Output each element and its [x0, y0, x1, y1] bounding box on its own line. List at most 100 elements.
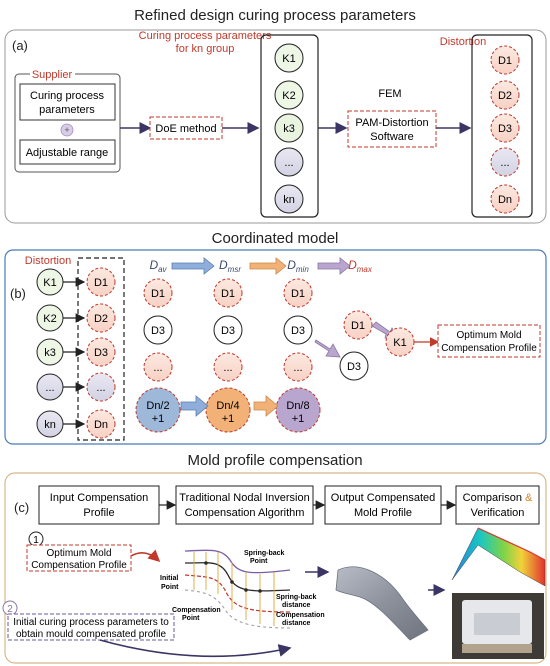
step1-arrow: [130, 549, 161, 563]
k-node-label: K2: [282, 90, 295, 102]
panel-b-frame: [4, 249, 547, 445]
panel-a-title: Refined design curing process parameters: [134, 7, 416, 24]
b-col-node-label: D3: [221, 325, 235, 337]
d-node: [490, 184, 520, 214]
panel-c-title: Mold profile compensation: [187, 452, 362, 469]
b-col-node: [143, 315, 173, 345]
node-markers: [204, 561, 262, 593]
distance-ticks: [193, 552, 275, 626]
step2-curve-arrow: [99, 639, 292, 658]
d-node-label: D2: [498, 90, 512, 102]
pam-line1: PAM-Distortion: [355, 117, 428, 129]
adjustable-range-text: Adjustable range: [26, 147, 109, 159]
branch-d3-text: D3: [347, 361, 361, 373]
curing-parameters-box: [19, 83, 116, 121]
b-col-node-label: D3: [291, 325, 305, 337]
d-node-label: D1: [498, 55, 512, 67]
ann-springback-point-2: Point: [250, 558, 268, 565]
curing-box-line2: parameters: [39, 104, 95, 116]
panel-c-letter: (c): [14, 500, 29, 515]
branch-arrow-down: [314, 339, 341, 358]
flow-step-line1: Traditional Nodal Inversion: [179, 492, 309, 504]
b-col-node: [283, 352, 313, 382]
b-col-node-label: D1: [151, 288, 165, 300]
d-node: [490, 45, 520, 75]
step2-line1: Initial curing process parameters to: [13, 617, 169, 628]
b-bottom-node-line2: +1: [222, 413, 235, 425]
d-node: [490, 113, 520, 143]
b-col-node-label: ...: [153, 362, 162, 374]
curing-box-line1: Curing process: [30, 90, 104, 102]
panel-b-title: Coordinated model: [212, 230, 339, 247]
b-d-node-label: D3: [94, 347, 108, 359]
b-col-node: [213, 352, 243, 382]
panel-a-letter: (a): [12, 38, 28, 53]
b-header-label: Dav: [149, 258, 167, 274]
header-arrow-1: [171, 257, 215, 275]
flow-step-line1: Output Compensated: [331, 492, 436, 504]
supplier-label: Supplier: [32, 69, 73, 81]
b-header-label: Dmsr: [219, 258, 241, 274]
b-k-node-label: ...: [45, 382, 54, 394]
panel-a-frame: [4, 29, 547, 224]
optimum-line2: Compensation Profile: [441, 343, 537, 354]
mold-outline-curve: [184, 589, 291, 629]
b-bottom-node-line2: +1: [152, 413, 165, 425]
supplier-label-bg: [30, 68, 75, 80]
compensated-mold-sheet: [335, 566, 429, 641]
b-col-node: [143, 352, 173, 382]
b-col-node-label: D1: [291, 288, 305, 300]
k-node: [274, 80, 304, 110]
d-column-box: [471, 34, 533, 218]
pam-line2: Software: [370, 131, 413, 143]
optimum-profile-box: [437, 324, 541, 358]
b-col-node-label: D1: [221, 288, 235, 300]
ann-initial-point-2: Point: [161, 584, 179, 591]
b-k-node-label: K2: [43, 313, 56, 325]
distortion-title: Distortion: [440, 36, 486, 48]
b-bottom-node: [275, 387, 321, 433]
b-col-node: [143, 278, 173, 308]
b-d-node-label: D1: [94, 277, 108, 289]
d-node-label: Dn: [498, 194, 512, 206]
flow-step-line2: Verification: [471, 507, 525, 519]
plus-symbol: +: [64, 125, 69, 135]
step1-line2: Compensation Profile: [31, 560, 127, 571]
ann-initial-point-1: Initial: [160, 575, 178, 582]
branch-d1-node: [343, 310, 373, 340]
b-col-node: [283, 278, 313, 308]
doe-method-box: [149, 116, 223, 140]
b-d-node: [86, 267, 116, 297]
header-arrow-3: [317, 257, 351, 275]
b-d-node-label: D2: [94, 313, 108, 325]
springback-profile-curve: [184, 549, 291, 574]
optimum-line1: Optimum Mold: [456, 330, 521, 341]
ann-compensation-point-1: Compensation: [172, 607, 221, 614]
flow-step-box: [38, 485, 160, 525]
flow-step-line1: Input Compensation: [50, 492, 148, 504]
pam-distortion-box: [347, 110, 437, 148]
b-header-label: Dmax: [348, 258, 373, 274]
b-d-node: [86, 409, 116, 439]
b-bottom-node-line1: Dn/8: [286, 400, 309, 412]
branch-d3-node: [339, 351, 369, 381]
deviation-plot-image: [451, 527, 546, 587]
flow-step-box: [175, 485, 314, 525]
adjustable-range-box: [19, 139, 116, 165]
b-col-node: [213, 315, 243, 345]
final-k1-text: K1: [393, 337, 406, 349]
bottom-arrow-2: [253, 395, 279, 417]
bottom-arrow-1: [180, 395, 209, 417]
b-d-node: [86, 303, 116, 333]
k-node: [274, 147, 304, 177]
k-node: [274, 43, 304, 73]
flow-step-line2: Profile: [83, 507, 114, 519]
plus-badge: [60, 123, 74, 137]
b-bottom-node-line1: Dn/4: [216, 400, 239, 412]
